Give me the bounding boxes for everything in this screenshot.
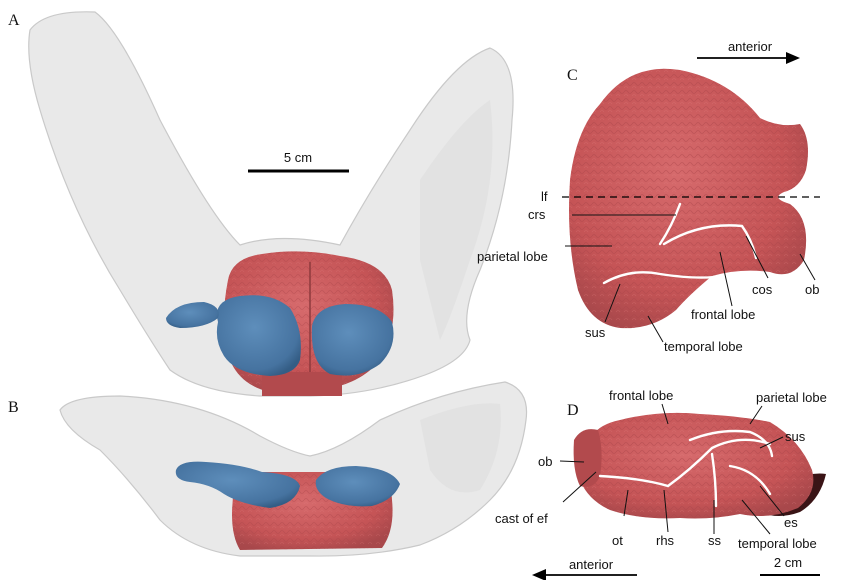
label-sus-c: sus: [585, 325, 606, 340]
panel-a: A 5 cm: [8, 12, 513, 396]
label-parietal-lobe-d: parietal lobe: [756, 390, 827, 405]
leader-ob-c: [800, 254, 815, 280]
label-lf: lf: [541, 189, 548, 204]
label-es: es: [784, 515, 798, 530]
label-parietal-lobe-c: parietal lobe: [477, 249, 548, 264]
label-ot: ot: [612, 533, 623, 548]
label-cast-of-ef: cast of ef: [495, 511, 548, 526]
anterior-label-top: anterior: [728, 39, 773, 54]
panel-d-letter: D: [567, 402, 579, 419]
anterior-arrow-top-head: [786, 52, 800, 64]
anterior-label-bottom: anterior: [569, 557, 614, 572]
endocast-texture-d: [579, 413, 813, 519]
label-ob-d: ob: [538, 454, 552, 469]
panel-a-letter: A: [8, 12, 20, 29]
anterior-arrow-bottom-head: [532, 569, 546, 580]
scale-bar-2cm-label: 2 cm: [774, 555, 802, 570]
panel-b-letter: B: [8, 399, 19, 416]
panel-b: B: [8, 382, 527, 556]
olfactory-bulb-d: [574, 429, 602, 487]
panel-d: D frontal lobe parietal lobe sus ob cast…: [495, 388, 827, 580]
label-rhs: rhs: [656, 533, 675, 548]
label-temporal-lobe-d: temporal lobe: [738, 536, 817, 551]
label-ss: ss: [708, 533, 722, 548]
scale-bar-5cm-label: 5 cm: [284, 150, 312, 165]
panel-c-letter: C: [567, 67, 578, 84]
label-ob-c: ob: [805, 282, 819, 297]
label-sus-d: sus: [785, 429, 806, 444]
label-frontal-lobe-c: frontal lobe: [691, 307, 755, 322]
label-frontal-lobe-d: frontal lobe: [609, 388, 673, 403]
label-temporal-lobe-c: temporal lobe: [664, 339, 743, 354]
label-crs: crs: [528, 207, 546, 222]
panel-c: C anterior lf crs parietal lobe cos ob f…: [477, 39, 820, 354]
label-cos: cos: [752, 282, 773, 297]
